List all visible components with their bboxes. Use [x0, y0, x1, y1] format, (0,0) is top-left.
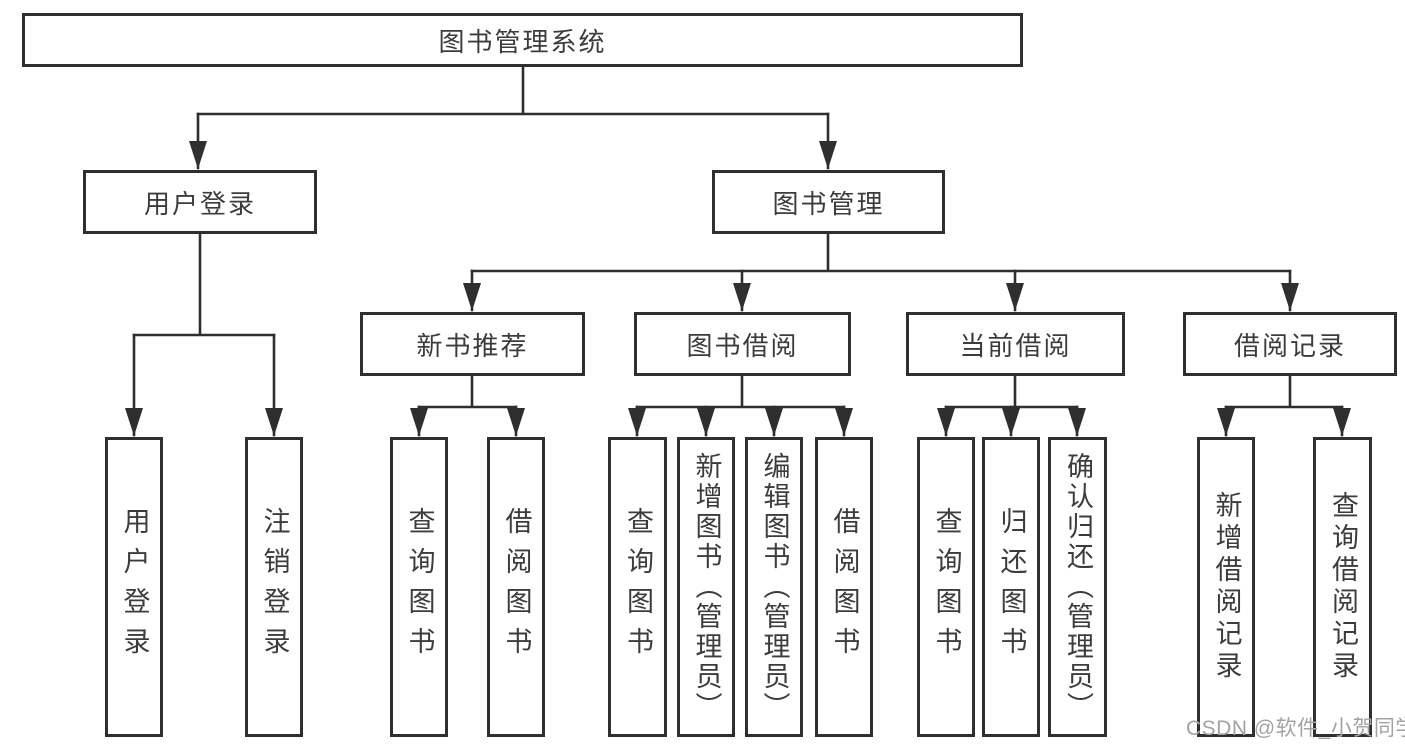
leaf-edit-book-admin: 编辑图书（管理员） — [745, 437, 803, 737]
leaf-query-borrow-record-label: 查询借阅记录 — [1328, 491, 1358, 683]
leaf-query-borrow-record: 查询借阅记录 — [1313, 437, 1372, 737]
node-current-borrow: 当前借阅 — [906, 312, 1125, 376]
leaf-newbook-borrow-books-label: 借阅图书 — [501, 507, 532, 667]
connector-book-borrow-bus — [635, 374, 846, 409]
leaf-add-borrow-record-label: 新增借阅记录 — [1211, 491, 1242, 683]
leaf-user-login-label: 用户登录 — [119, 507, 150, 667]
node-borrow-records: 借阅记录 — [1183, 312, 1397, 376]
node-borrow-records-label: 借阅记录 — [1233, 330, 1346, 361]
leaf-logout: 注销登录 — [245, 437, 303, 737]
csdn-watermark: CSDN @软件_小贺同学 — [1186, 717, 1405, 740]
node-root-label: 图书管理系统 — [438, 26, 607, 57]
leaf-newbook-query-books-label: 查询图书 — [404, 507, 435, 667]
leaf-return-books: 归还图书 — [982, 437, 1040, 737]
connector-book-management-bus — [470, 232, 1292, 273]
leaf-add-borrow-record: 新增借阅记录 — [1197, 437, 1255, 737]
leaf-add-book-admin-label: 新增图书（管理员） — [691, 452, 722, 722]
leaf-current-query-books-label: 查询图书 — [931, 507, 962, 667]
leaf-newbook-borrow-books: 借阅图书 — [487, 437, 545, 737]
leaf-borrow-query-books-label: 查询图书 — [623, 507, 653, 667]
leaf-borrow-borrow-books-label: 借阅图书 — [829, 507, 860, 667]
node-book-management: 图书管理 — [712, 170, 945, 234]
node-current-borrow-label: 当前借阅 — [959, 330, 1072, 361]
node-user-login-label: 用户登录 — [143, 188, 256, 219]
node-new-book-recommend: 新书推荐 — [360, 312, 585, 376]
leaf-current-query-books: 查询图书 — [917, 437, 975, 737]
leaf-confirm-return-admin-label: 确认归还（管理员） — [1063, 452, 1093, 722]
leaf-confirm-return-admin: 确认归还（管理员） — [1048, 437, 1107, 737]
leaf-user-login: 用户登录 — [105, 437, 163, 737]
connector-borrow-records-bus — [1224, 374, 1344, 409]
leaf-newbook-query-books: 查询图书 — [390, 437, 448, 737]
leaf-logout-label: 注销登录 — [259, 507, 290, 667]
leaf-return-books-label: 归还图书 — [996, 507, 1027, 667]
node-root: 图书管理系统 — [22, 13, 1023, 67]
node-book-borrow-label: 图书借阅 — [686, 330, 799, 361]
node-book-management-label: 图书管理 — [772, 188, 885, 219]
node-new-book-recommend-label: 新书推荐 — [416, 330, 529, 361]
connector-user-login-bus — [132, 232, 276, 337]
node-book-borrow: 图书借阅 — [634, 312, 851, 376]
node-user-login: 用户登录 — [83, 170, 317, 234]
leaf-edit-book-admin-label: 编辑图书（管理员） — [759, 452, 790, 722]
leaf-borrow-borrow-books: 借阅图书 — [815, 437, 873, 737]
leaf-borrow-query-books: 查询图书 — [608, 437, 667, 737]
leaf-add-book-admin: 新增图书（管理员） — [677, 437, 735, 737]
connector-root-bus — [196, 65, 830, 116]
connector-current-borrow-bus — [944, 374, 1079, 409]
connector-new-book-bus — [417, 374, 518, 409]
